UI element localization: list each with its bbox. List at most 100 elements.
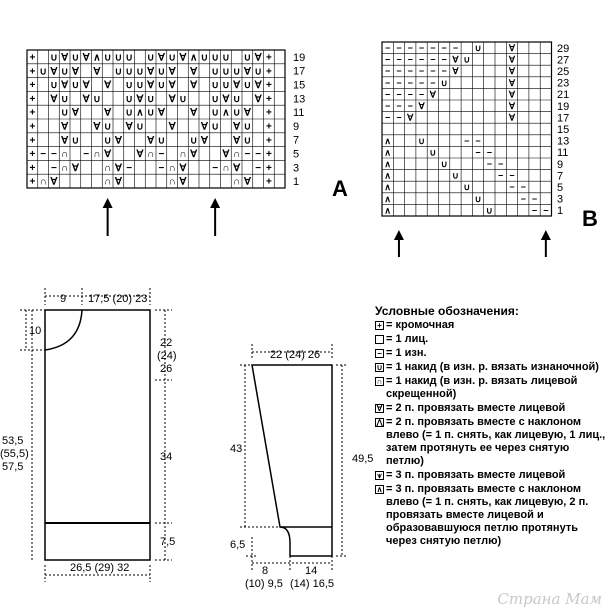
chart_a-stitch: ∪ — [136, 80, 143, 91]
chart_b-stitch: ∀ — [508, 113, 516, 123]
legend-item: ∪= 1 накид (в изн. р. вязать изнаночной) — [375, 361, 607, 374]
chart_a-stitch: ∀ — [243, 108, 252, 119]
chart_a-stitch: ∩ — [104, 177, 111, 188]
chart_a-stitch: ∀ — [243, 66, 252, 77]
chart_a-stitch: + — [29, 53, 35, 64]
chart_a-stitch: ∧ — [93, 53, 100, 64]
chart_b-stitch: − — [509, 182, 514, 192]
k3tog-icon: ⩛ — [375, 471, 384, 480]
chart_a-stitch: ∪ — [158, 80, 165, 91]
chart_a-stitch: ∧ — [222, 108, 229, 119]
chart_b-stitch: − — [419, 43, 424, 53]
chart_b-stitch: − — [521, 194, 526, 204]
legend-item-text: = 1 накид (в изн. р. вязать лице­вой скр… — [386, 375, 578, 400]
chart_a-row-number: 1 — [293, 176, 299, 188]
chart_a-stitch: ∪ — [190, 135, 197, 146]
chart_a-row-number: 13 — [293, 93, 305, 105]
chart_a-stitch: + — [266, 53, 272, 64]
chart_a-stitch: ∀ — [189, 108, 198, 119]
chart_a-stitch: + — [29, 149, 35, 160]
watermark: Страна Мам — [497, 590, 602, 608]
legend-title: Условные обозначения: — [375, 304, 519, 318]
chart_b-stitch: − — [385, 66, 390, 76]
chart_b-stitch: ∀ — [508, 55, 516, 65]
chart_b-row-number: 3 — [557, 194, 563, 206]
chart_a-stitch: − — [51, 163, 57, 174]
chart_a-stitch: ∀ — [82, 53, 91, 64]
dim-total-1: 53,5 — [2, 435, 23, 447]
chart_a-stitch: ∪ — [244, 80, 251, 91]
chart_b-row-number: 25 — [557, 66, 569, 78]
chart_a-stitch: + — [266, 163, 272, 174]
chart_b-stitch: − — [442, 43, 447, 53]
chart_a-stitch: + — [266, 80, 272, 91]
chart_a-stitch: + — [29, 108, 35, 119]
chart_a-stitch: ∪ — [222, 53, 229, 64]
chart_a-stitch: ∪ — [115, 66, 122, 77]
chart_b-stitch: ∀ — [508, 43, 516, 53]
chart_b-stitch: − — [532, 205, 537, 215]
chart_b-row-number: 15 — [557, 124, 569, 136]
legend: Условные обозначения: += кромочная= 1 ли… — [375, 305, 607, 548]
chart_b-stitch: − — [509, 171, 514, 181]
chart_b-stitch: ∪ — [463, 182, 470, 192]
chart_a-stitch: ∀ — [189, 80, 198, 91]
chart_a-row-number: 5 — [293, 149, 299, 161]
chart_a-stitch: ∪ — [50, 80, 57, 91]
chart_a-stitch: − — [40, 149, 46, 160]
back-outline — [44, 309, 151, 561]
chart_a-row-number: 11 — [293, 107, 304, 119]
chart_a-stitch: ∪ — [104, 122, 111, 133]
chart_b-stitch: ∀ — [508, 78, 516, 88]
chart_b-stitch: − — [396, 101, 401, 111]
chart_b-stitch: − — [396, 78, 401, 88]
chart_a-stitch: ∀ — [103, 80, 112, 91]
chart_a-stitch: + — [29, 122, 35, 133]
chart_b-stitch: ∪ — [463, 55, 470, 65]
legend-item-text: = 3 п. провязать вместе лицевой — [386, 469, 566, 481]
legend-item-text: = 3 п. провязать вместе с накло­ном влев… — [386, 483, 589, 547]
chart_a-stitch: ∀ — [125, 122, 134, 133]
chart_b-stitch: − — [408, 55, 413, 65]
chart_b-stitch: − — [419, 89, 424, 99]
legend-item-text: = 1 лиц. — [386, 333, 429, 345]
chart_a-stitch: ∀ — [114, 163, 123, 174]
chart_a-stitch: ∀ — [221, 94, 230, 105]
neckline — [44, 309, 83, 351]
dim-total-2: (55,5) — [0, 448, 29, 460]
dim-armhole-1: 22 — [160, 337, 172, 349]
edge-stitch-icon: + — [375, 321, 384, 330]
chart_b-stitch: − — [498, 159, 503, 169]
chart_a-stitch: + — [266, 149, 272, 160]
legend-item: = 1 лиц. — [375, 333, 607, 346]
chart_a-stitch: ∀ — [232, 135, 241, 146]
chart_a-stitch: ∀ — [200, 122, 209, 133]
chart_a-stitch: ∀ — [243, 177, 252, 188]
chart_b-stitch: − — [408, 101, 413, 111]
chart_a-stitch: ∪ — [211, 94, 218, 105]
chart_a-stitch: ∪ — [147, 108, 154, 119]
chart_a-stitch: + — [266, 108, 272, 119]
chart_a-stitch: ∀ — [146, 66, 155, 77]
chart_a-stitch: ∩ — [169, 177, 176, 188]
chart_a-stitch: + — [266, 177, 272, 188]
chart_a-stitch: ∪ — [211, 66, 218, 77]
chart_b-stitch: − — [475, 147, 480, 157]
chart_a-stitch: ∀ — [103, 108, 112, 119]
dim-cuff-depth: 6,5 — [230, 539, 245, 551]
chart_a-stitch: − — [158, 149, 164, 160]
chart_b-stitch: ∀ — [508, 89, 516, 99]
chart_a-stitch: ∀ — [92, 122, 101, 133]
legend-item: += кромочная — [375, 319, 607, 332]
chart_b-stitch: − — [521, 182, 526, 192]
dim-top-right: 17,5 (20) 23 — [88, 293, 147, 305]
chart_b-row-number: 13 — [557, 136, 569, 148]
chart_b-stitch: − — [498, 171, 503, 181]
chart_b-row-number: 7 — [557, 170, 563, 182]
chart_a-stitch: ∀ — [146, 135, 155, 146]
chart_a-stitch: ∩ — [93, 149, 100, 160]
chart_a-stitch: ∪ — [254, 66, 261, 77]
chart_b-stitch: − — [385, 113, 390, 123]
chart-a: +∪∀∪∀∧∪∪∪∪∀∪∀∧∪∪∪∪∀++∪∀∪∀∀∪∪∪∀∪∀∀∪∪∪∀∪++… — [26, 49, 348, 236]
chart_a-stitch: + — [29, 80, 35, 91]
